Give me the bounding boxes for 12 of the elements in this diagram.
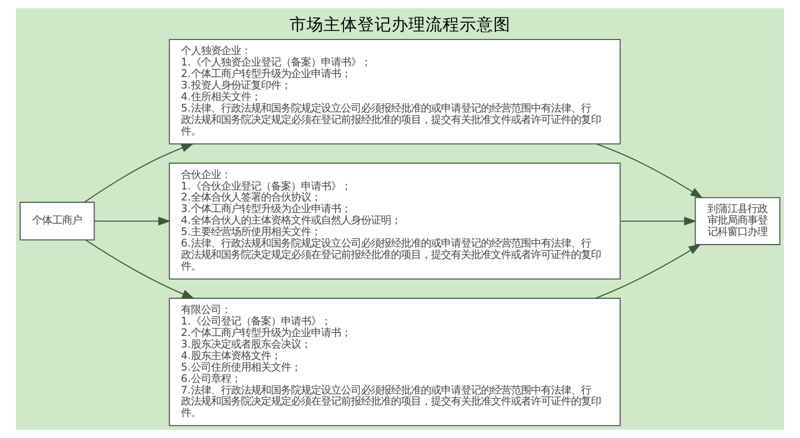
diagram-title: 市场主体登记办理流程示意图 (290, 14, 510, 34)
node-box: 有限公司： 1.《公司登记（备案）申请书》； 2.个体工商户转型升级为企业申请书； 3.股东决定或者股东会决议； 4.股东主体资格文件； 5.公司住所使用相关文件； 6.公司章程； 7.法律、行政法规和国务院规定设立公司必须报经批准的或申请登记的经营范围中有法律、行政法规和国务院决定规定必须在登记前报经批准的项目，提交有关批准文件或者许可证件的复印件。 (168, 298, 621, 426)
node-box: 到蒲江县行政审批局商事登记科窗口办理 (694, 197, 780, 246)
arrow (596, 244, 702, 299)
arrow (84, 143, 194, 203)
node-box: 个人独资企业： 1.《个人独资企业登记（备案）申请书》； 2.个体工商户转型升级为企业申请书； 3.投资人身份证复印件； 4.住所相关文件； 5.法律、行政法规和国务院规定设立公司必须报经批准的或申请登记的经营范围中有法律、行政法规和国务院决定规定必须在登记前报经批准的项目，提交有关批准文件或者许可证件的复印件。 (168, 39, 621, 144)
arrow (94, 216, 171, 226)
arrow (620, 216, 697, 226)
arrow (596, 143, 703, 198)
node-box: 合伙企业： 1.《合伙企业登记（备案）申请书》； 2.全体合伙人签署的合伙协议； 3.个体工商户转型升级为企业申请书； 4.全体合伙人的主体资格文件或自然人身份证明； 5.主要经营场所使用相关文件； 6.法律、行政法规和国务院规定设立公司必须报经批准的或申请登记的经营范围中有法律、行政法规和国务院决定规定必须在登记前报经批准的项目，提交有关批准文件或者许可证件的复印件。 (168, 162, 621, 280)
node-box: 个体工商户 (20, 202, 95, 240)
arrow (85, 239, 195, 299)
